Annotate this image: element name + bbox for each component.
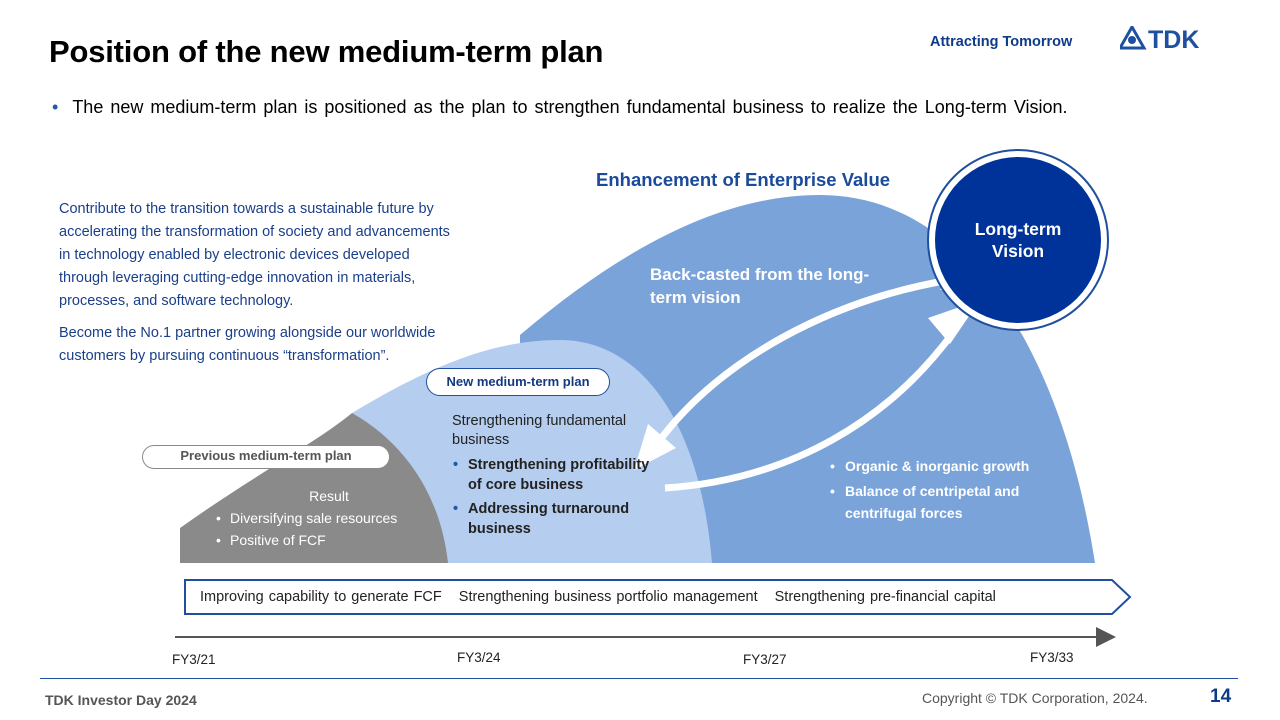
initiatives-bar bbox=[184, 579, 1132, 615]
growth-item: Balance of centripetal and centrifugal f… bbox=[829, 480, 1069, 525]
footer-copyright: Copyright © TDK Corporation, 2024. bbox=[922, 690, 1148, 706]
previous-plan-label: Previous medium-term plan bbox=[142, 445, 390, 469]
enhancement-title: Enhancement of Enterprise Value bbox=[596, 169, 891, 190]
new-plan-subtitle: Strengthening fundamental business bbox=[452, 413, 627, 448]
vision-description-para-1: Contribute to the transition towards a s… bbox=[59, 201, 450, 309]
footer-divider bbox=[40, 678, 1238, 679]
growth-item: Organic & inorganic growth bbox=[829, 455, 1069, 478]
initiative-item: Strengthening pre-financial capital bbox=[774, 589, 996, 605]
result-item: Diversifying sale resources bbox=[214, 510, 424, 526]
bullet-marker: • bbox=[52, 97, 59, 117]
tdk-logo: TDK bbox=[1120, 26, 1199, 52]
vision-line-2: Vision bbox=[991, 241, 1045, 261]
brand-tagline: Attracting Tomorrow bbox=[930, 34, 1073, 50]
previous-plan-result: Result Diversifying sale resources Posit… bbox=[214, 488, 424, 554]
intro-text: The new medium-term plan is positioned a… bbox=[72, 97, 1068, 117]
new-plan-item: Addressing turnaround business bbox=[452, 500, 662, 539]
growth-arrow bbox=[664, 327, 958, 492]
new-plan-content: Strengthening fundamental business Stren… bbox=[452, 412, 662, 544]
tdk-logo-mark-icon bbox=[1120, 26, 1147, 50]
timeline-label-fy24: FY3/24 bbox=[457, 650, 501, 665]
vision-circle bbox=[935, 157, 1101, 323]
initiatives-text: Improving capability to generate FCF Str… bbox=[200, 589, 1008, 605]
result-item: Positive of FCF bbox=[214, 532, 424, 548]
timeline-label-fy33: FY3/33 bbox=[1030, 650, 1074, 665]
timeline-label-fy21: FY3/21 bbox=[172, 652, 216, 667]
new-plan-item: Strengthening profitability of core busi… bbox=[452, 456, 662, 495]
long-term-vision-label: Long-term Vision bbox=[944, 218, 1092, 262]
growth-list: Organic & inorganic growth Balance of ce… bbox=[829, 455, 1069, 527]
tdk-logo-text: TDK bbox=[1148, 26, 1199, 52]
vision-description: Contribute to the transition towards a s… bbox=[59, 198, 454, 377]
initiative-item: Strengthening business portfolio managem… bbox=[458, 589, 758, 605]
footer-event-name: TDK Investor Day 2024 bbox=[45, 692, 197, 708]
back-casted-text: Back-casted from the long-term vision bbox=[650, 265, 870, 307]
vision-line-1: Long-term bbox=[974, 219, 1062, 239]
initiative-item: Improving capability to generate FCF bbox=[200, 589, 442, 605]
new-plan-label: New medium-term plan bbox=[426, 368, 610, 396]
page-title: Position of the new medium-term plan bbox=[49, 34, 604, 69]
page-number: 14 bbox=[1210, 686, 1232, 707]
intro-bullet: • The new medium-term plan is positioned … bbox=[52, 97, 1068, 118]
back-cast-arrow bbox=[657, 276, 951, 443]
result-title: Result bbox=[309, 488, 349, 504]
timeline-label-fy27: FY3/27 bbox=[743, 652, 787, 667]
vision-description-para-2: Become the No.1 partner growing alongsid… bbox=[59, 325, 436, 364]
